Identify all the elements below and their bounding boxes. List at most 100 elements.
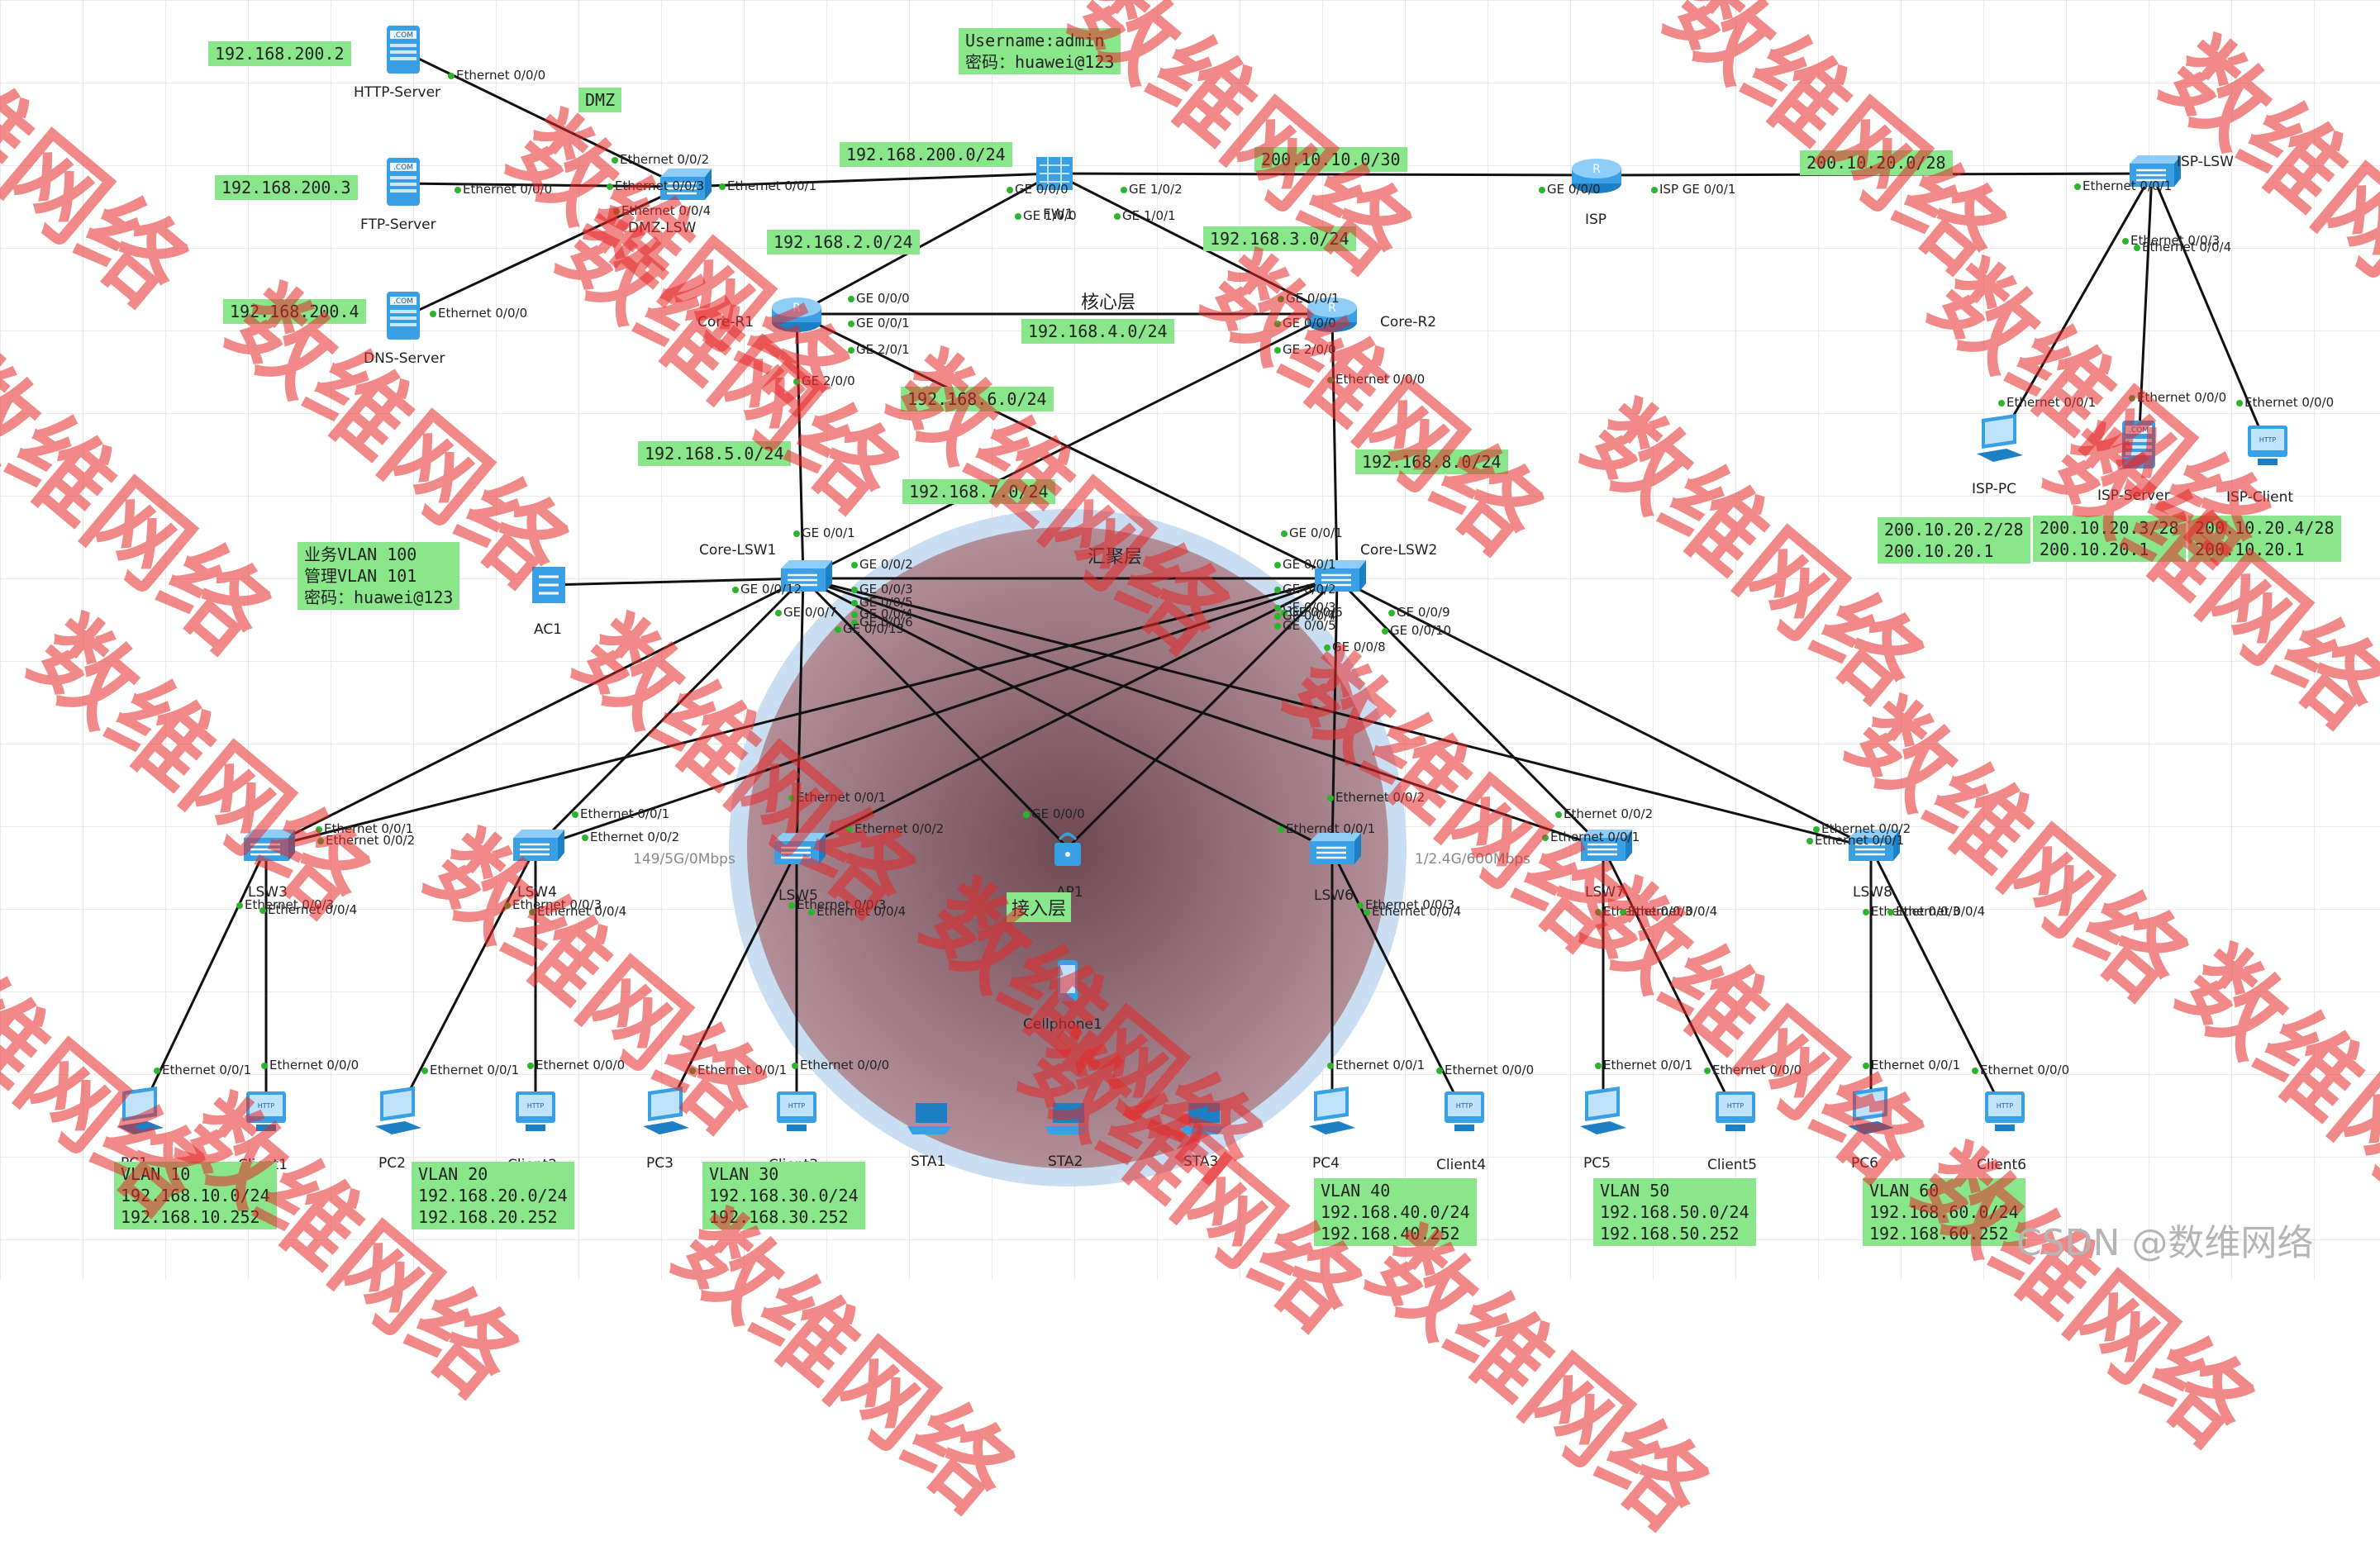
port-dot bbox=[1357, 902, 1364, 909]
switch-icon bbox=[1315, 560, 1366, 592]
port-label: GE 0/0/0 bbox=[1031, 806, 1085, 821]
ip-note: VLAN 20 192.168.20.0/24 192.168.20.252 bbox=[412, 1162, 574, 1229]
port-label: Ethernet 0/0/4 bbox=[1896, 904, 1986, 919]
port-dot bbox=[1436, 1068, 1443, 1074]
port-label: Ethernet 0/0/0 bbox=[1980, 1063, 2070, 1077]
link-clsw1-lsw8 bbox=[802, 577, 1872, 849]
svg-text:R: R bbox=[793, 302, 801, 315]
device-label: Core-R1 bbox=[697, 314, 754, 330]
port-label: Ethernet 0/0/1 bbox=[1603, 1058, 1693, 1072]
port-dot bbox=[808, 909, 815, 915]
device-label: Client5 bbox=[1707, 1157, 1758, 1173]
port-dot bbox=[732, 587, 739, 593]
ip-note: 192.168.200.0/24 bbox=[840, 142, 1012, 167]
port-label: GE 0/0/7 bbox=[783, 605, 837, 620]
port-label: Ethernet 0/0/4 bbox=[2142, 240, 2232, 254]
port-dot bbox=[1595, 909, 1602, 915]
port-label: Ethernet 0/0/4 bbox=[816, 904, 907, 919]
port-label: Ethernet 0/0/1 bbox=[430, 1063, 520, 1077]
port-label: GE 0/0/10 bbox=[1390, 623, 1452, 638]
port-label: Ethernet 0/0/1 bbox=[727, 178, 817, 193]
ip-note: VLAN 40 192.168.40.0/24 192.168.40.252 bbox=[1314, 1178, 1477, 1246]
switch-icon bbox=[660, 169, 712, 200]
port-label: Ethernet 0/0/1 bbox=[1550, 830, 1640, 844]
port-label: Ethernet 0/0/2 bbox=[1335, 790, 1426, 805]
client-icon: HTTP bbox=[1445, 1091, 1484, 1131]
port-label: Ethernet 0/0/3 bbox=[1365, 897, 1455, 912]
client-icon: HTTP bbox=[516, 1091, 555, 1131]
switch-icon bbox=[1849, 830, 1900, 861]
svg-text:HTTP: HTTP bbox=[1997, 1102, 2014, 1110]
device-label: Client6 bbox=[1977, 1157, 2027, 1173]
link-lsw5-pc3 bbox=[664, 850, 798, 1113]
device-label: ISP-LSW bbox=[2177, 154, 2234, 170]
port-dot bbox=[1863, 909, 1869, 915]
link-fw1-cr2 bbox=[1054, 172, 1333, 316]
port-label: GE 0/0/12 bbox=[740, 582, 802, 597]
port-dot bbox=[1278, 826, 1284, 833]
port-dot bbox=[572, 811, 578, 818]
port-label: Ethernet 0/0/0 bbox=[1335, 372, 1426, 387]
port-label: GE 1/0/2 bbox=[1129, 182, 1183, 197]
port-dot bbox=[2134, 245, 2140, 251]
server-icon: .COM bbox=[2122, 421, 2155, 468]
device-label: STA1 bbox=[911, 1153, 946, 1170]
svg-text:HTTP: HTTP bbox=[1456, 1102, 1473, 1110]
port-dot bbox=[1539, 187, 1545, 193]
switch-icon bbox=[244, 830, 295, 861]
ip-note: DMZ bbox=[578, 88, 622, 112]
port-label: Ethernet 0/0/0 bbox=[536, 1058, 626, 1072]
device-label: Core-R2 bbox=[1380, 314, 1437, 330]
port-dot bbox=[582, 835, 588, 841]
device-label: PC2 bbox=[378, 1155, 406, 1172]
ip-note: 192.168.3.0/24 bbox=[1203, 226, 1356, 251]
link-clsw2-lsw4 bbox=[535, 577, 1338, 849]
port-dot bbox=[1274, 613, 1281, 620]
link-cr2-clsw1 bbox=[802, 312, 1333, 580]
port-dot bbox=[1382, 628, 1388, 635]
ip-note: 192.168.2.0/24 bbox=[767, 230, 920, 254]
port-dot bbox=[1388, 610, 1395, 616]
port-label: Ethernet 0/0/0 bbox=[1445, 1063, 1535, 1077]
link-lsw3-pc1 bbox=[139, 847, 268, 1113]
links-layer bbox=[139, 50, 2269, 1115]
link-lsw8-client6 bbox=[1869, 847, 2006, 1115]
port-dot bbox=[1327, 1063, 1334, 1069]
device-label: PC6 bbox=[1851, 1155, 1878, 1172]
port-dot bbox=[1620, 909, 1626, 915]
pc-icon bbox=[1977, 414, 2023, 462]
device-label: LSW3 bbox=[248, 884, 288, 901]
port-dot bbox=[793, 378, 800, 385]
port-label: Ethernet 0/0/1 bbox=[2082, 178, 2173, 193]
port-dot bbox=[1015, 213, 1021, 220]
link-clsw1-lsw3 bbox=[265, 577, 804, 849]
svg-text:HTTP: HTTP bbox=[788, 1102, 806, 1110]
port-dot bbox=[1651, 187, 1658, 193]
firewall-icon bbox=[1036, 157, 1073, 190]
port-dot bbox=[448, 73, 455, 79]
link-clsw2-ap1 bbox=[1066, 577, 1339, 849]
link-fw1-cr1 bbox=[796, 172, 1055, 316]
port-label: GE 0/0/0 bbox=[1547, 182, 1601, 197]
ip-note: 200.10.20.3/28 200.10.20.1 bbox=[2033, 516, 2186, 562]
client-icon: HTTP bbox=[2248, 426, 2287, 465]
port-label: Ethernet 0/0/4 bbox=[537, 904, 627, 919]
wireless-rate-label: 149/5G/0Mbps bbox=[633, 851, 735, 868]
port-dot bbox=[607, 183, 613, 190]
ip-note: VLAN 60 192.168.60.0/24 192.168.60.252 bbox=[1863, 1178, 2025, 1246]
switch-icon bbox=[1581, 830, 1632, 861]
port-label: Ethernet 0/0/1 bbox=[1871, 1058, 1961, 1072]
link-ac1-clsw1 bbox=[548, 577, 804, 587]
port-label: GE 0/0/6 bbox=[859, 615, 913, 630]
port-dot bbox=[2122, 238, 2129, 245]
port-dot bbox=[236, 902, 243, 909]
port-dot bbox=[1555, 811, 1562, 818]
router-icon: R bbox=[1307, 297, 1357, 332]
client-icon: HTTP bbox=[246, 1091, 286, 1131]
port-label: Ethernet 0/0/0 bbox=[2244, 395, 2335, 410]
device-label: FTP-Server bbox=[360, 216, 436, 233]
pc-icon bbox=[643, 1087, 689, 1134]
link-fw1-isp bbox=[1054, 172, 1597, 177]
link-cr2-clsw2 bbox=[1330, 313, 1339, 579]
ip-note: VLAN 50 192.168.50.0/24 192.168.50.252 bbox=[1593, 1178, 1756, 1246]
